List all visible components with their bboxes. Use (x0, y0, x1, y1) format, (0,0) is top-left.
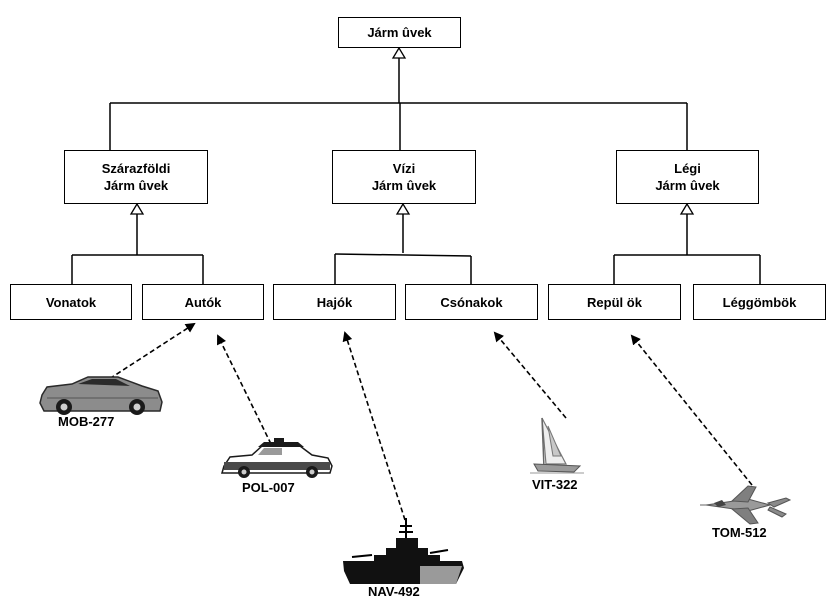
dependency-vit-to-boats (493, 331, 567, 419)
fighter-jet-icon (700, 485, 792, 525)
inheritance-water (334, 202, 472, 284)
sports-car-icon (39, 376, 163, 415)
leaf-ships-box: Hajók (273, 284, 396, 320)
leaf-planes-label: Repül ök (587, 294, 642, 310)
instance-pol-label: POL-007 (242, 480, 295, 495)
battleship-icon (343, 518, 464, 584)
police-car-icon (221, 438, 333, 478)
leaf-balloons-box: Léggömbök (693, 284, 826, 320)
dependency-tom-to-planes (630, 334, 753, 486)
instance-mob-label: MOB-277 (58, 414, 115, 429)
category-land-box: Szárazföldi Járm ûvek (64, 150, 208, 204)
leaf-boats-label: Csónakok (440, 294, 503, 310)
instance-vit-label: VIT-322 (532, 477, 578, 492)
category-air-line1: Légi (674, 161, 701, 176)
root-class-box: Járm ûvek (338, 17, 461, 48)
leaf-cars-label: Autók (184, 294, 222, 310)
dependency-nav-to-ships (342, 331, 406, 521)
inheritance-root (109, 46, 688, 150)
category-land-line1: Szárazföldi (101, 161, 171, 176)
dependency-pol-to-cars (217, 334, 272, 445)
leaf-trains-box: Vonatok (10, 284, 132, 320)
leaf-balloons-label: Léggömbök (722, 294, 797, 310)
category-water-line2: Járm ûvek (371, 178, 437, 193)
category-air-line2: Járm ûvek (655, 178, 720, 193)
inheritance-air (613, 202, 761, 284)
inheritance-land (71, 202, 204, 284)
leaf-ships-label: Hajók (316, 294, 353, 310)
leaf-planes-box: Repül ök (548, 284, 681, 320)
dependency-mob-to-cars (102, 322, 196, 384)
category-land-line2: Járm ûvek (103, 178, 169, 193)
root-class-label: Járm ûvek (367, 25, 432, 40)
leaf-trains-label: Vonatok (45, 294, 97, 310)
leaf-cars-box: Autók (142, 284, 264, 320)
category-water-box: Vízi Járm ûvek (332, 150, 476, 204)
instance-nav-label: NAV-492 (368, 584, 420, 599)
sailboat-icon (530, 417, 584, 474)
instance-tom-label: TOM-512 (712, 525, 767, 540)
category-water-line1: Vízi (392, 161, 416, 176)
leaf-boats-box: Csónakok (405, 284, 538, 320)
category-air-box: Légi Járm ûvek (616, 150, 759, 204)
